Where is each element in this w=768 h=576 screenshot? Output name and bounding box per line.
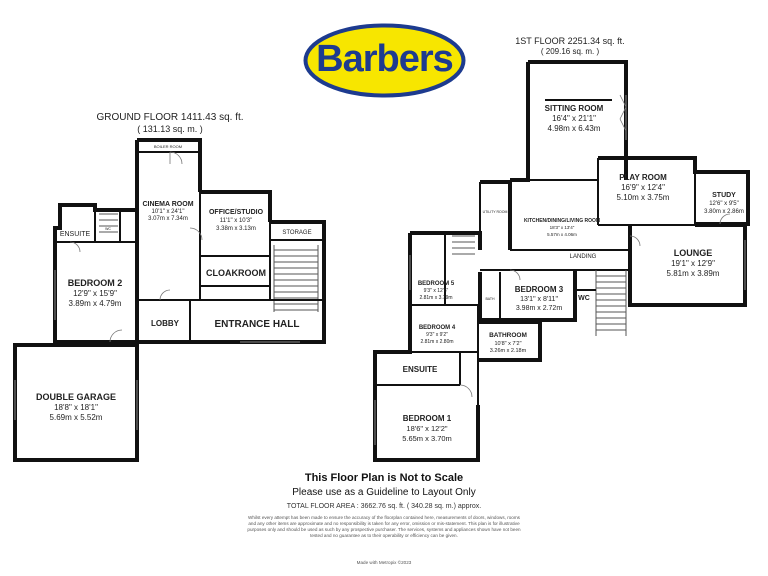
sitting-room-label: SITTING ROOM (545, 104, 604, 113)
bathroom-label: BATHROOM (489, 332, 527, 339)
kitchen-dining-living-imperial: 18'3" x 13'4" (550, 225, 575, 230)
play-room-imperial: 16'9" x 12'4" (621, 183, 665, 192)
lounge-metric: 5.81m x 3.89m (667, 269, 720, 278)
kitchen-dining-living-metric: 5.57m x 4.06m (547, 232, 577, 237)
double-garage-metric: 5.69m x 5.52m (50, 413, 103, 422)
bedroom-3-label: BEDROOM 3 (515, 285, 564, 294)
cloakroom-label: CLOAKROOM (206, 268, 266, 278)
double-garage-imperial: 18'8" x 18'1" (54, 403, 98, 412)
bedroom-5-metric: 2.81m x 3.79m (419, 295, 452, 301)
sitting-room-imperial: 16'4" x 21'1" (552, 114, 596, 123)
bedroom-2-label: BEDROOM 2 (68, 278, 123, 288)
entrance-hall-label: ENTRANCE HALL (215, 319, 300, 330)
logo-wordmark: Barbers (316, 38, 454, 80)
first-floor (373, 60, 750, 462)
barbers-logo (303, 23, 466, 98)
cinema-room-imperial: 10'1" x 24'1" (152, 209, 185, 215)
boiler-room-label: BOILER ROOM (154, 144, 182, 149)
bedroom-1-label: BEDROOM 1 (403, 414, 452, 423)
scale-note: This Floor Plan is Not to Scale (304, 472, 464, 484)
bedroom-5-imperial: 9'3" x 12'6" (424, 288, 449, 294)
office-studio-label: OFFICE/STUDIO (209, 209, 264, 216)
landing-label: LANDING (570, 254, 597, 260)
first-floor-heading-metric: ( 209.16 sq. m. ) (541, 47, 600, 56)
ground-floor (13, 138, 326, 462)
study-metric: 3.80m x 2.86m (704, 209, 744, 215)
disclaimer: Whilst every attempt has been made to en… (247, 515, 521, 538)
bedroom-1-imperial: 18'6" x 12'2" (406, 424, 447, 433)
ground-stairs (273, 245, 319, 312)
bedroom-4-label: BEDROOM 4 (419, 325, 456, 331)
bedroom-3-imperial: 13'1" x 8'11" (520, 296, 558, 303)
kitchen-dining-living-label: KITCHEN/DINING/LIVING ROOM (524, 218, 600, 224)
lounge-imperial: 19'1" x 12'9" (671, 259, 715, 268)
lobby-label: LOBBY (151, 319, 180, 328)
metropix-credit: Made with Metropix ©2023 (356, 560, 412, 565)
bathroom-metric: 3.26m x 2.18m (490, 348, 527, 354)
bedroom-5-label: BEDROOM 5 (418, 281, 455, 287)
sitting-room-metric: 4.98m x 6.43m (548, 124, 601, 133)
cinema-room-label: CINEMA ROOM (142, 201, 193, 208)
play-room-metric: 5.10m x 3.75m (617, 193, 670, 202)
total-floor-area: TOTAL FLOOR AREA : 3662.76 sq. ft. ( 340… (286, 503, 482, 510)
bedroom-3-metric: 3.98m x 2.72m (516, 305, 562, 312)
first-floor-heading: 1ST FLOOR 2251.34 sq. ft. (515, 36, 624, 46)
cinema-room-metric: 3.07m x 7.34m (148, 216, 188, 222)
office-studio-metric: 3.38m x 3.13m (216, 226, 256, 232)
ground-floor-heading-metric: ( 131.13 sq. m. ) (137, 124, 203, 134)
guideline-note: Please use as a Guideline to Layout Only (292, 487, 476, 498)
bedroom-4-metric: 2.81m x 2.80m (420, 339, 453, 345)
bathroom-imperial: 10'8" x 7'2" (494, 341, 521, 347)
bath-small-label: BATH (485, 297, 495, 301)
lounge-label: LOUNGE (674, 248, 713, 258)
first-stairs (595, 270, 627, 336)
wc-ground-label: WC (105, 227, 111, 231)
bedroom-2-imperial: 12'9" x 15'9" (73, 289, 117, 298)
ensuite-ground-label: ENSUITE (60, 231, 91, 238)
storage-label: STORAGE (282, 230, 311, 236)
study-imperial: 12'6" x 9'5" (709, 201, 739, 207)
ground-stair-flight-small (99, 213, 118, 233)
bedroom-1-metric: 5.65m x 3.70m (402, 434, 452, 443)
ground-floor-heading: GROUND FLOOR 1411.43 sq. ft. (96, 112, 243, 123)
ensuite-first-label: ENSUITE (403, 365, 438, 374)
bedroom-2-metric: 3.89m x 4.79m (69, 299, 122, 308)
double-garage-label: DOUBLE GARAGE (36, 392, 116, 402)
first-stairs-top (452, 235, 475, 255)
wc-first-label: WC (578, 295, 590, 302)
office-studio-imperial: 11'1" x 10'3" (220, 218, 252, 224)
utility-room-label: UTILITY ROOM (483, 210, 508, 214)
bedroom-4-imperial: 9'3" x 9'2" (426, 332, 448, 338)
study-label: STUDY (712, 192, 736, 199)
play-room-label: PLAY ROOM (619, 173, 667, 182)
